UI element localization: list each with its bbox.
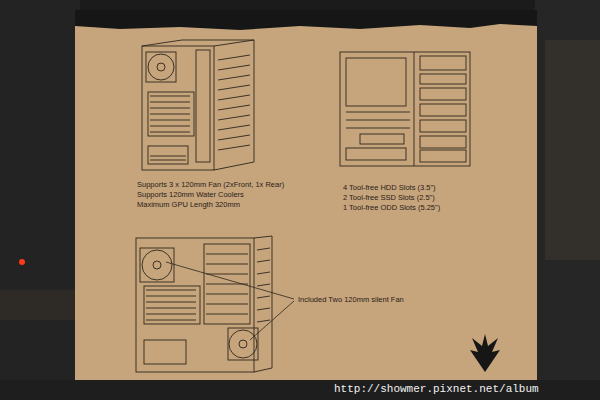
feature-note: 1 Tool-free ODD Slots (5.25"): [343, 203, 440, 212]
watermark: http://showmer.pixnet.net/album: [334, 383, 539, 396]
feature-note: 2 Tool-free SSD Slots (2.5"): [343, 193, 435, 202]
feature-note: Supports 3 x 120mm Fan (2xFront, 1x Rear…: [137, 180, 284, 189]
feature-note: Maximum GPU Length 320mm: [137, 200, 240, 209]
feature-note: Supports 120mm Water Coolers: [137, 190, 244, 199]
feature-note: Included Two 120mm silent Fan: [298, 295, 404, 304]
feature-note: 4 Tool-free HDD Slots (3.5"): [343, 183, 436, 192]
